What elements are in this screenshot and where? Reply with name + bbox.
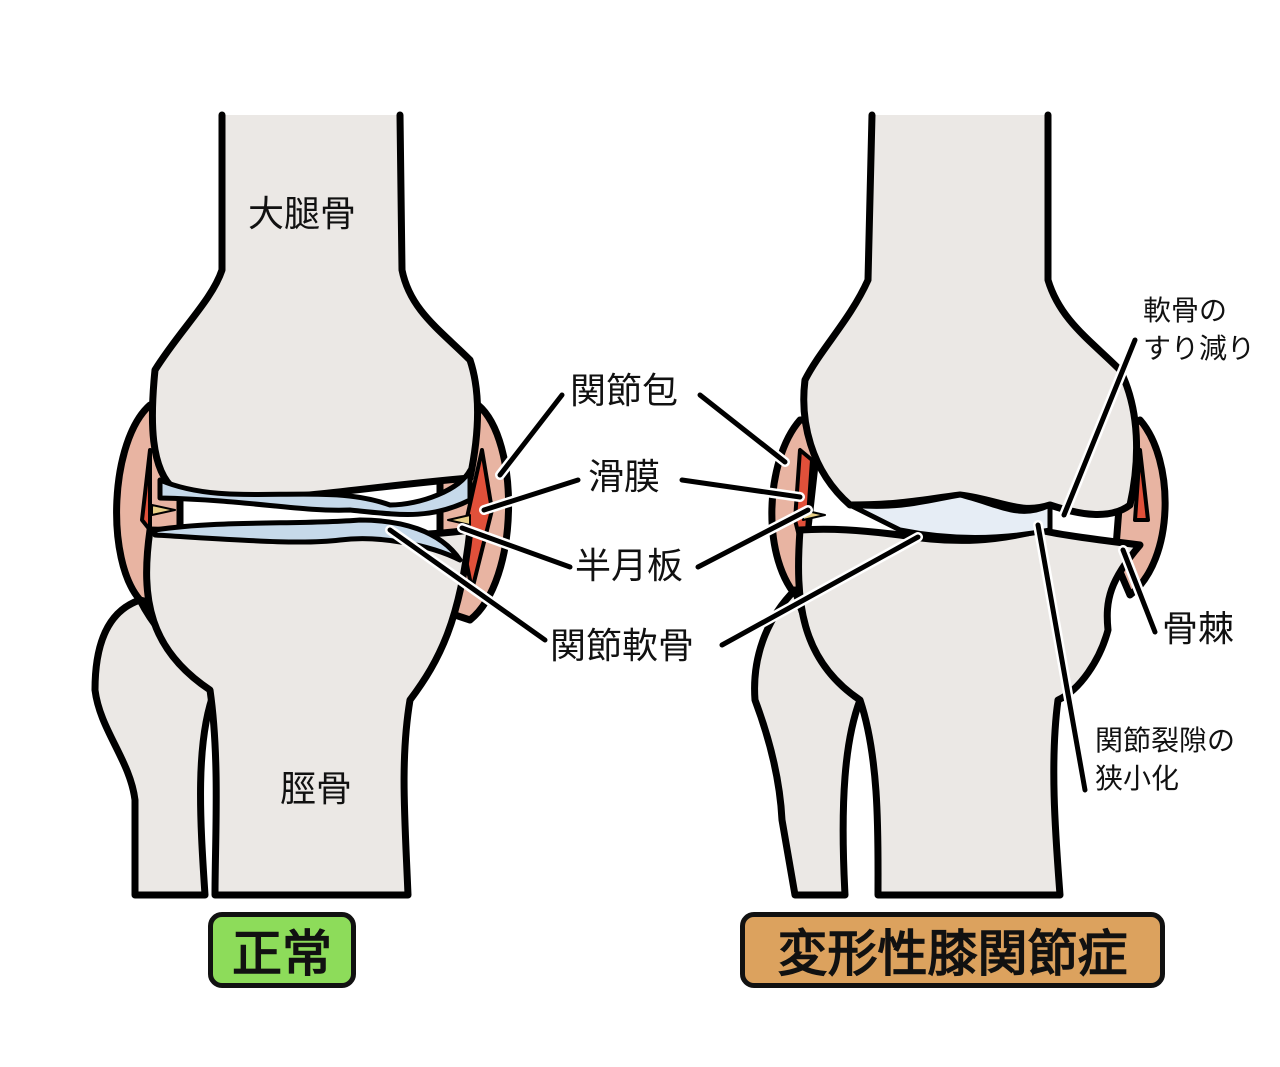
capsule-label: 関節包 (570, 371, 679, 412)
oa-badge: 変形性膝関節症 (740, 912, 1165, 988)
normal-knee (91, 111, 513, 899)
articular-cartilage-lower (152, 517, 463, 563)
cartilage-wear-line1: 軟骨の (1143, 294, 1228, 327)
joint-gap (847, 492, 1053, 540)
femur-label: 大腿骨 (248, 194, 357, 235)
osteophyte-label: 骨棘 (1162, 609, 1235, 650)
femur (148, 111, 481, 502)
synovium-label: 滑膜 (588, 457, 661, 498)
cartilage-wear-label: 軟骨の すり減り (1143, 292, 1255, 368)
leader-lines (387, 337, 1158, 793)
cartilage-wear-line2: すり減り (1143, 331, 1256, 365)
normal-badge: 正常 (208, 912, 356, 988)
cartilage-label: 関節軟骨 (550, 626, 695, 667)
gap-narrowing-label: 関節裂隙の 狭小化 (1095, 722, 1235, 798)
meniscus-label: 半月板 (575, 546, 684, 587)
gap-narrowing-line2: 狭小化 (1095, 761, 1180, 795)
gap-narrowing-line1: 関節裂隙の (1095, 724, 1236, 757)
articular-cartilage (157, 467, 473, 517)
tibia-label: 脛骨 (280, 769, 353, 810)
meniscus (151, 504, 471, 526)
